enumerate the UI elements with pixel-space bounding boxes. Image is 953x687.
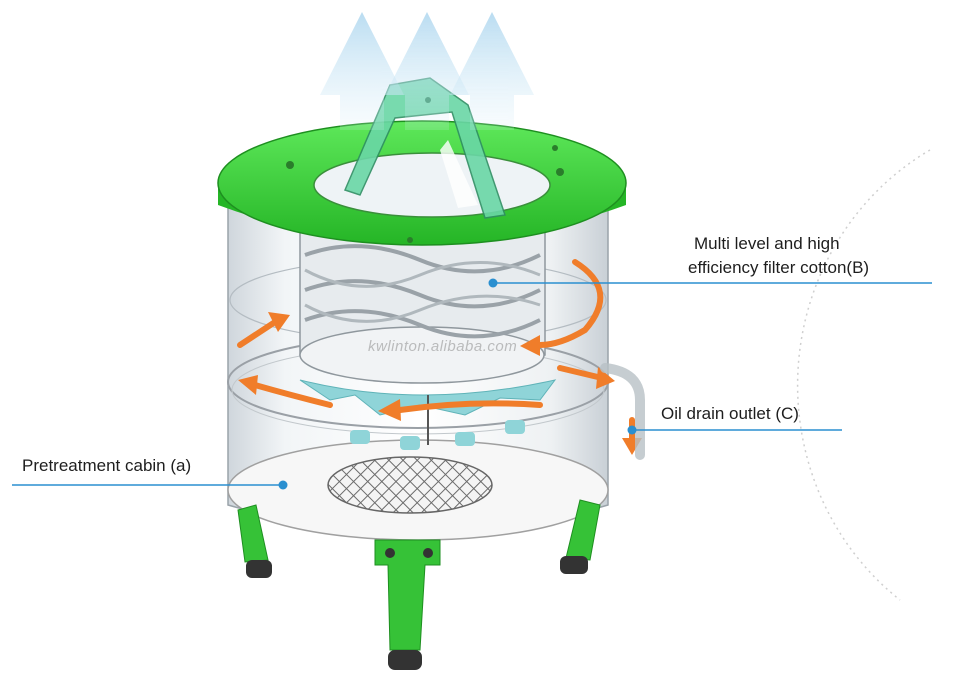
pretreatment-label: Pretreatment cabin (a) <box>22 456 192 475</box>
callout-leaders <box>12 282 932 486</box>
oil-drain-pipe <box>600 363 645 460</box>
background-dotted-arc <box>796 149 931 601</box>
mesh-grate <box>327 456 493 514</box>
watermark: kwlinton.alibaba.com <box>368 338 518 355</box>
filter-cotton-label-line1: Multi level and high <box>694 234 840 253</box>
airflow-arrowheads <box>238 312 642 455</box>
air-outflow-arrows <box>320 12 534 130</box>
filter-cotton-label-line2: efficiency filter cotton(B) <box>688 258 870 277</box>
green-top-lid <box>217 120 627 246</box>
filter-cartridge <box>299 199 557 450</box>
support-legs <box>237 499 601 670</box>
oil-drain-label: Oil drain outlet (C) <box>661 404 799 423</box>
airflow-arrows <box>237 259 635 443</box>
callout-dots <box>278 278 637 490</box>
